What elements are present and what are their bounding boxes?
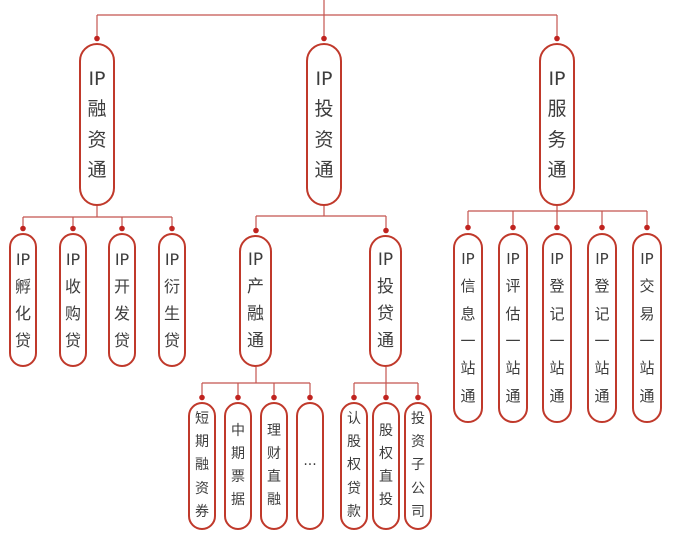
connector-invest-loan <box>351 367 421 401</box>
node-label: IP投贷通 <box>377 249 394 352</box>
node-label: IP服务通 <box>547 67 567 181</box>
node-medium-term-note: 中期票据 <box>224 402 252 530</box>
node-label: IP评估一站通 <box>505 250 521 405</box>
node-label: IP投资通 <box>314 67 334 181</box>
node-label: IP孵化贷 <box>14 249 31 351</box>
node-label: 理财直融 <box>266 422 281 509</box>
node-ip-development-loan: IP开发贷 <box>108 233 136 367</box>
node-ip-registration-one-stop-1: IP登记一站通 <box>542 233 572 423</box>
node-ellipsis: ··· <box>296 402 324 530</box>
node-label: IP信息一站通 <box>460 250 476 405</box>
node-label: 股权直投 <box>378 422 393 509</box>
node-ip-acquisition-loan: IP收购贷 <box>59 233 87 367</box>
connector-industry-finance <box>199 367 313 401</box>
node-ip-registration-one-stop-2: IP登记一站通 <box>587 233 617 423</box>
node-label: IP产融通 <box>247 249 264 352</box>
node-ip-invest-loan: IP投贷通 <box>369 235 402 367</box>
connector-service <box>465 206 650 231</box>
node-label: 认股权贷款 <box>346 411 361 520</box>
node-ip-financing: IP融资通 <box>79 43 115 206</box>
node-label: ··· <box>303 457 317 474</box>
node-label: 中期票据 <box>230 422 245 509</box>
node-short-term-financing-bond: 短期融资券 <box>188 402 216 530</box>
connector-root <box>94 0 560 42</box>
node-ip-investment: IP投资通 <box>306 43 342 206</box>
node-label: IP衍生贷 <box>163 249 180 351</box>
node-ip-incubation-loan: IP孵化贷 <box>9 233 37 367</box>
node-label: IP登记一站通 <box>594 250 610 405</box>
connector-financing <box>20 206 175 232</box>
node-ip-service: IP服务通 <box>539 43 575 206</box>
node-investment-subsidiary: 投资子公司 <box>404 402 432 530</box>
connector-investment <box>253 206 389 234</box>
node-label: 投资子公司 <box>410 411 425 520</box>
node-label: IP登记一站通 <box>549 250 565 405</box>
node-warrant-loan: 认股权贷款 <box>340 402 368 530</box>
node-ip-derivative-loan: IP衍生贷 <box>158 233 186 367</box>
node-ip-industry-finance: IP产融通 <box>239 235 272 367</box>
node-ip-info-one-stop: IP信息一站通 <box>453 233 483 423</box>
node-equity-direct-investment: 股权直投 <box>372 402 400 530</box>
node-label: IP融资通 <box>87 67 107 181</box>
node-ip-valuation-one-stop: IP评估一站通 <box>498 233 528 423</box>
node-label: IP交易一站通 <box>639 250 655 405</box>
node-label: IP收购贷 <box>64 249 81 351</box>
node-ip-trading-one-stop: IP交易一站通 <box>632 233 662 423</box>
node-label: IP开发贷 <box>113 249 130 351</box>
node-wealth-direct-financing: 理财直融 <box>260 402 288 530</box>
node-label: 短期融资券 <box>194 411 209 520</box>
